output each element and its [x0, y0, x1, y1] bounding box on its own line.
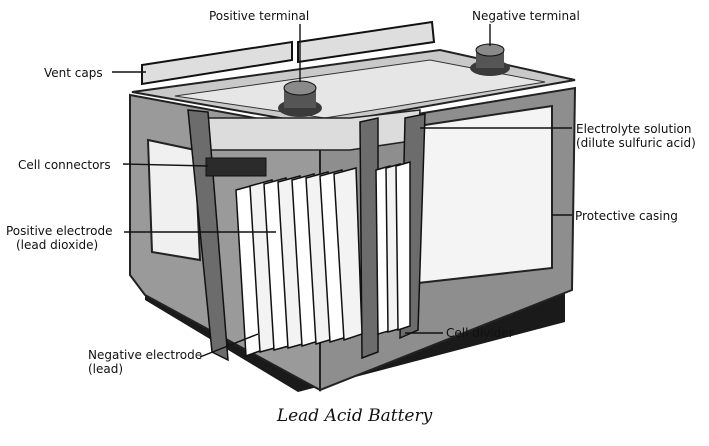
cell-connector-bar	[205, 157, 267, 177]
label-negative-electrode-line2: (lead)	[88, 362, 124, 376]
vent-cap-left	[141, 40, 293, 86]
label-positive-electrode-line2: (lead dioxide)	[16, 238, 99, 252]
electrode-plates-middle	[375, 161, 411, 335]
label-positive-electrode: Positive electrode (lead dioxide)	[6, 224, 113, 252]
label-electrolyte-line2: (dilute sulfuric acid)	[576, 136, 696, 150]
vent-cap-right	[297, 20, 436, 64]
label-negative-electrode-line1: Negative electrode	[88, 348, 203, 362]
figure-caption: Lead Acid Battery	[276, 406, 433, 426]
battery-lid-inner	[174, 59, 546, 119]
label-cell-connectors: Cell connectors	[18, 158, 111, 172]
casing-left-window	[146, 138, 202, 262]
leader-cell-connectors	[122, 163, 209, 167]
casing-right-window	[417, 104, 553, 285]
cell-divider-wall-left	[187, 109, 229, 362]
label-vent-caps: Vent caps	[44, 66, 103, 80]
label-electrolyte-solution: Electrolyte solution (dilute sulfuric ac…	[576, 122, 696, 150]
label-positive-terminal: Positive terminal	[209, 9, 310, 23]
positive-terminal-post	[278, 80, 322, 117]
negative-terminal-post	[470, 43, 510, 76]
leader-negative-electrode	[199, 333, 259, 358]
electrode-plates-left	[235, 167, 363, 358]
label-negative-terminal: Negative terminal	[472, 9, 580, 23]
cell-divider-wall-center	[359, 117, 379, 360]
leader-lines	[112, 24, 572, 358]
label-protective-casing: Protective casing	[575, 209, 678, 223]
label-negative-electrode: Negative electrode (lead)	[88, 348, 202, 376]
label-positive-electrode-line1: Positive electrode	[6, 224, 113, 238]
label-cell-divider: Cell divider	[446, 326, 514, 340]
label-electrolyte-line1: Electrolyte solution	[576, 122, 692, 136]
